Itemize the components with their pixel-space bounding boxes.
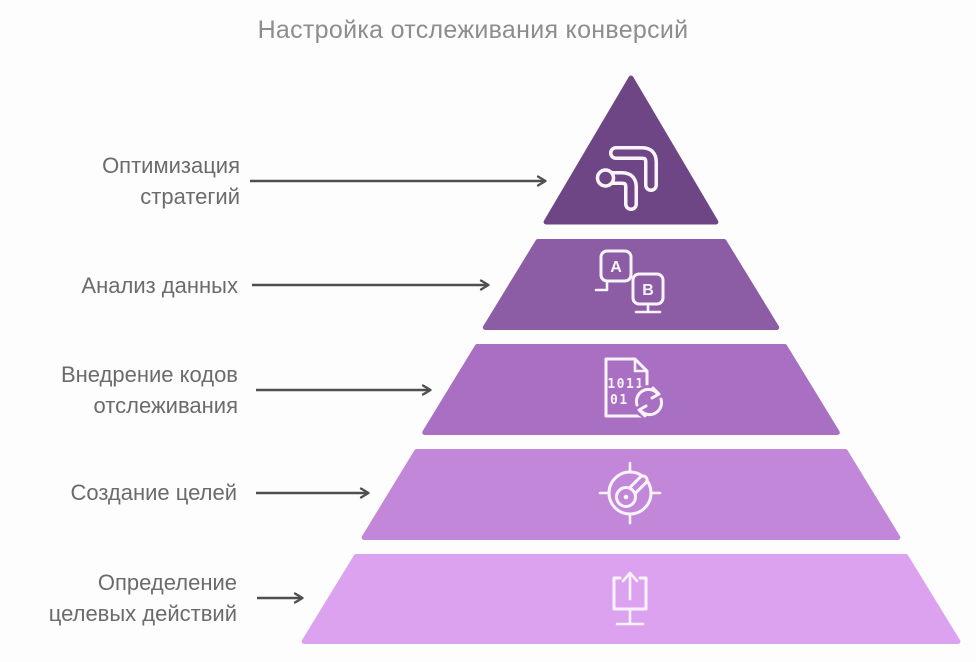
pyramid-level-2 [482, 239, 780, 330]
label-tracking-codes: Внедрение кодов отслеживания [60, 362, 238, 418]
ab-test-monitors-icon: A B [594, 249, 665, 314]
binary-code-sync-icon: 1011 01 [604, 357, 666, 419]
label-strategy-optimization: Оптимизация стратегий [102, 153, 240, 209]
label-target-actions: Определение целевых действий [48, 570, 237, 626]
binary-row-1: 1011 [607, 377, 644, 392]
label-goal-creation: Создание целей [70, 480, 237, 505]
sync-arrows [634, 386, 664, 418]
goal-target-icon [598, 461, 662, 525]
ab-test-letter-a: A [610, 259, 622, 276]
ab-test-letter-b: B [642, 282, 654, 299]
strategy-optimization-icon [595, 146, 658, 211]
pyramid-level-3 [422, 344, 840, 435]
binary-row-2: 01 [610, 393, 629, 408]
upload-action-icon [612, 571, 648, 626]
label-data-analysis: Анализ данных [81, 273, 238, 298]
page-title: Настройка отслеживания конверсий [257, 16, 689, 44]
